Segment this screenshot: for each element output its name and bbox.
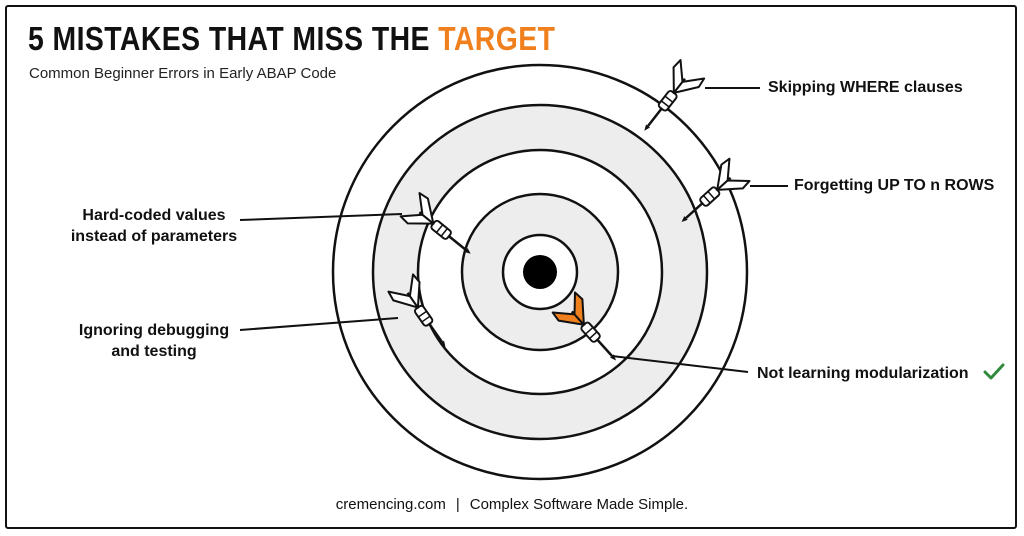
footer: cremencing.com | Complex Software Made Sim… <box>0 496 1024 513</box>
bullseye <box>523 255 557 289</box>
check-icon <box>983 363 1005 380</box>
mistake-label-where: Skipping WHERE clauses <box>768 79 963 96</box>
mistake-label-debugging: Ignoring debugging and testing <box>78 322 230 360</box>
leader-line-5 <box>611 355 749 373</box>
footer-tagline: Complex Software Made Simple. <box>469 496 689 513</box>
mistake-label-modularization: Not learning modularization <box>757 363 1005 384</box>
footer-separator: | <box>455 496 460 513</box>
mistake-label-hard-coded: Hard-coded values instead of parameters <box>70 207 238 245</box>
title-main: 5 MISTAKES THAT MISS THE <box>28 20 430 57</box>
leader-line-3 <box>239 213 403 221</box>
mistake-label-up-to-rows: Forgetting UP TO n ROWS <box>794 177 995 194</box>
title-accent: TARGET <box>438 20 556 57</box>
poster-frame <box>5 5 1017 529</box>
page-title: 5 MISTAKES THAT MISS THE TARGET <box>28 20 555 58</box>
leader-line-4 <box>239 317 399 331</box>
page-subtitle: Common Beginner Errors in Early ABAP Cod… <box>29 65 337 82</box>
footer-site: cremencing.com <box>335 496 446 513</box>
